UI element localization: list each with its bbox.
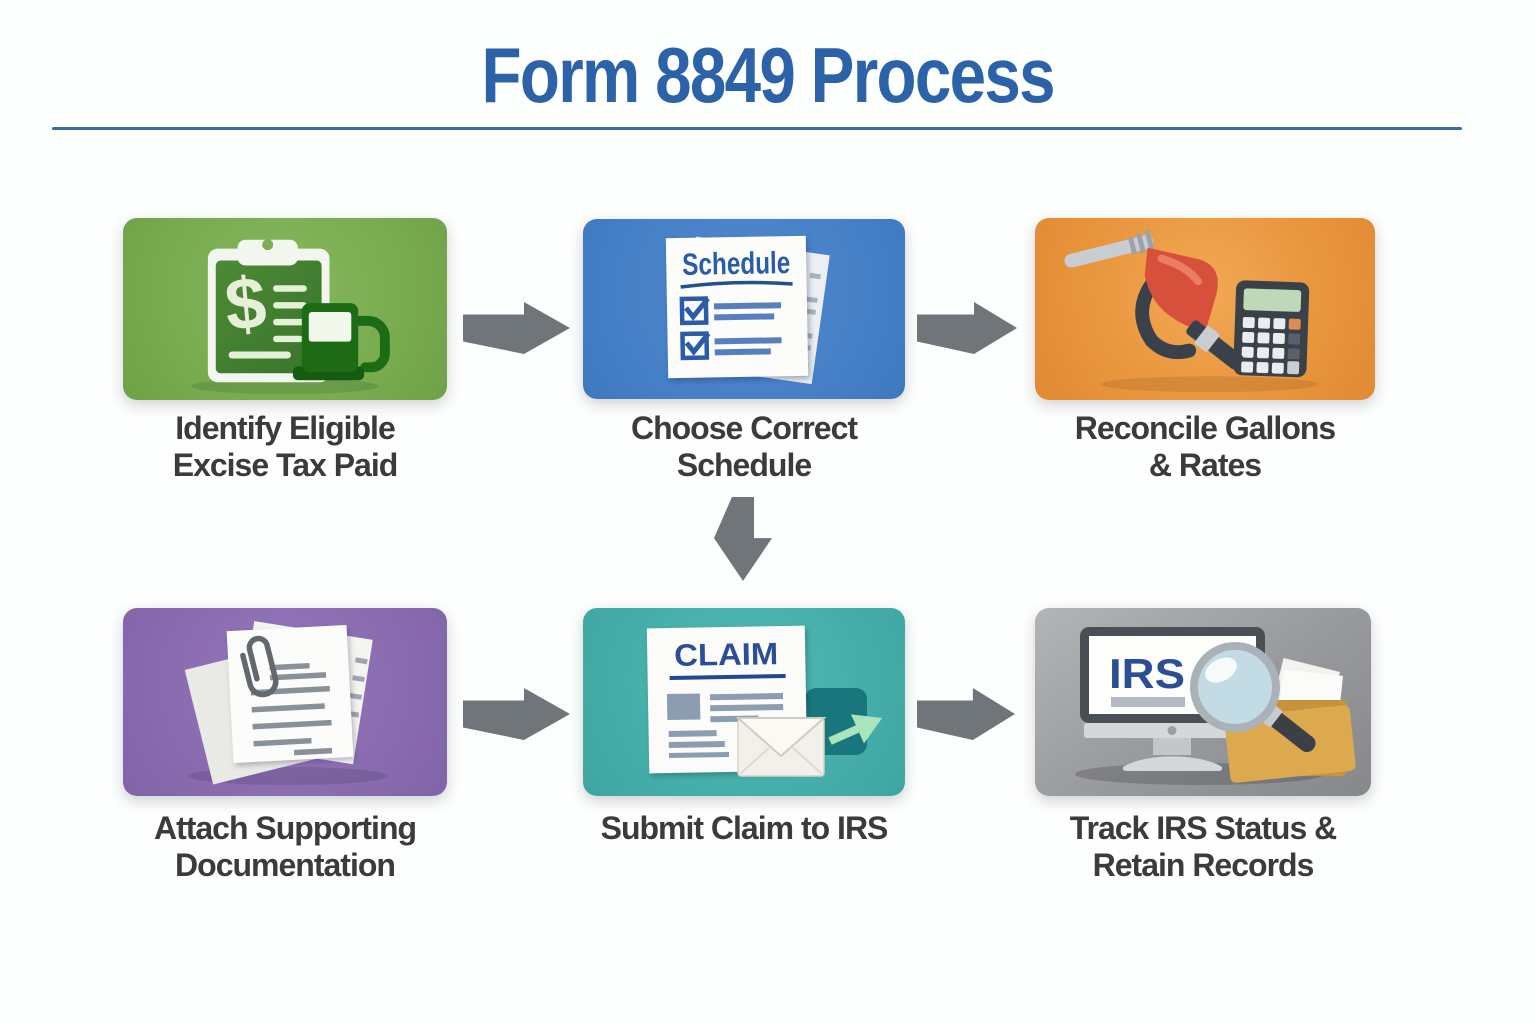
step-tile-track-status: IRS — [1035, 608, 1371, 796]
page-title: Form 8849 Process — [481, 31, 1056, 119]
front-page — [226, 624, 354, 764]
step-label-track-status: Track IRS Status & Retain Records — [973, 810, 1433, 884]
clipboard-icon: $ — [207, 239, 330, 383]
claim-text: CLAIM — [674, 636, 779, 673]
step-label-identify: Identify Eligible Excise Tax Paid — [55, 410, 515, 484]
label-line: Retain Records — [1092, 847, 1315, 883]
flow-arrow-step5-to-step6-icon — [917, 688, 1015, 740]
calculator-icon — [1233, 280, 1310, 378]
monitor-magnifier-folder-icon: IRS — [1075, 627, 1356, 785]
fuel-nozzle-icon — [1064, 230, 1244, 370]
label-line: Excise Tax Paid — [172, 447, 399, 483]
magnifier-icon — [1190, 642, 1316, 753]
fuel-pump-icon — [292, 303, 390, 381]
flow-arrow-step1-to-step2-icon — [463, 302, 570, 354]
label-line: Choose Correct — [630, 410, 858, 446]
clipboard-dollar-fuel-pump-icon: $ — [191, 239, 390, 395]
label-line: Submit Claim to IRS — [600, 810, 889, 846]
send-arrow-icon — [828, 714, 883, 745]
svg-text:$: $ — [222, 261, 270, 346]
header: Form 8849 Process — [0, 30, 1536, 121]
label-line: Track IRS Status & — [1069, 810, 1338, 846]
step-tile-attach-documentation — [123, 608, 447, 796]
step-tile-choose-schedule: Schedule — [583, 219, 905, 399]
flow-arrow-step2-to-step3-icon — [917, 302, 1017, 354]
label-line: Documentation — [175, 847, 396, 883]
claim-envelope-send-icon: CLAIM — [646, 625, 883, 777]
paperclip-icon — [240, 635, 279, 698]
flow-arrow-step4-to-step5-icon — [463, 688, 570, 740]
step-label-attach-docs: Attach Supporting Documentation — [55, 810, 515, 884]
step-tile-reconcile-gallons — [1035, 218, 1375, 400]
step-tile-submit-claim: CLAIM — [583, 608, 905, 796]
label-line: Schedule — [676, 447, 812, 483]
label-line: & Rates — [1148, 447, 1262, 483]
schedule-checklist-icon: Schedule — [665, 235, 830, 385]
step-label-submit-claim: Submit Claim to IRS — [514, 810, 974, 847]
label-line: Attach Supporting — [153, 810, 417, 846]
step-label-choose-schedule: Choose Correct Schedule — [514, 410, 974, 484]
flow-arrow-step2-to-step5-icon — [714, 497, 772, 581]
irs-screen-text: IRS — [1109, 650, 1185, 697]
schedule-page: Schedule — [665, 235, 809, 379]
paperclip-documents-icon — [184, 621, 388, 785]
fuel-nozzle-calculator-icon — [1064, 230, 1319, 393]
title-underline-rule — [52, 127, 1462, 130]
label-line: Reconcile Gallons — [1074, 410, 1336, 446]
envelope-icon — [735, 717, 827, 777]
schedule-text: Schedule — [682, 245, 791, 282]
label-line: Identify Eligible — [175, 410, 395, 446]
step-tile-identify-excise-tax: $ — [123, 218, 447, 400]
step-label-reconcile: Reconcile Gallons & Rates — [975, 410, 1435, 484]
